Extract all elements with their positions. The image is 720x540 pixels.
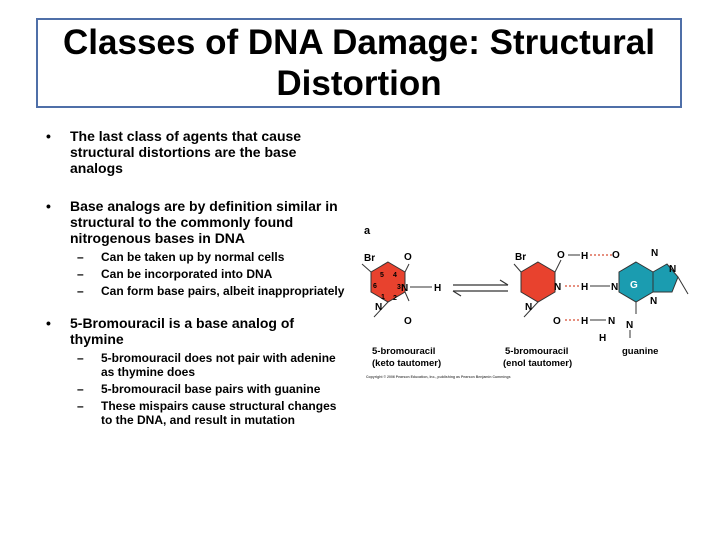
atom-n: N bbox=[525, 302, 532, 313]
arrow-head bbox=[499, 279, 509, 286]
sub-item: Can be taken up by normal cells bbox=[70, 250, 351, 264]
ring-number: 4 bbox=[393, 272, 397, 279]
copyright-note: Copyright © 2006 Pearson Education, Inc.… bbox=[366, 375, 511, 379]
atom-g: G bbox=[630, 280, 638, 291]
panel-label: a bbox=[364, 225, 371, 237]
atom-h: H bbox=[581, 251, 588, 262]
slide-title: Classes of DNA Damage: Structural Distor… bbox=[63, 23, 655, 103]
bullet-list: The last class of agents that cause stru… bbox=[46, 128, 351, 430]
atom-n: N bbox=[375, 302, 382, 313]
atom-o: O bbox=[557, 250, 565, 261]
bond bbox=[513, 263, 522, 273]
atom-h: H bbox=[434, 283, 441, 294]
atom-n: N bbox=[611, 282, 618, 293]
sub-list: Can be taken up by normal cells Can be i… bbox=[70, 250, 351, 298]
bond bbox=[404, 263, 410, 273]
atom-h: H bbox=[581, 316, 588, 327]
bond bbox=[404, 291, 410, 302]
atom-h: H bbox=[581, 282, 588, 293]
atom-o: O bbox=[553, 316, 561, 327]
arrow-head bbox=[452, 290, 462, 297]
caption-enol-form: (enol tautomer) bbox=[503, 358, 572, 369]
bullet-item: Base analogs are by definition similar i… bbox=[46, 198, 351, 298]
atom-n: N bbox=[651, 248, 658, 259]
atom-n: N bbox=[608, 316, 615, 327]
sub-item: These mispairs cause structural changes … bbox=[70, 399, 351, 427]
title-box: Classes of DNA Damage: Structural Distor… bbox=[36, 18, 682, 108]
atom-o: O bbox=[404, 316, 412, 327]
caption-enol-name: 5-bromouracil bbox=[505, 346, 568, 357]
enol-ring bbox=[520, 261, 556, 303]
bond bbox=[361, 263, 372, 273]
caption-keto-name: 5-bromouracil bbox=[372, 346, 435, 357]
bromouracil-figure: a Br O N H N O 5 4 6 3 1 2 bbox=[360, 222, 700, 387]
atom-n: N bbox=[650, 296, 657, 307]
bullet-item: 5-Bromouracil is a base analog of thymin… bbox=[46, 315, 351, 427]
ring-number: 2 bbox=[393, 295, 397, 302]
bullet-text: The last class of agents that cause stru… bbox=[70, 128, 302, 176]
sub-item: Can be incorporated into DNA bbox=[70, 267, 351, 281]
sub-item: Can form base pairs, albeit inappropriat… bbox=[70, 284, 351, 298]
bond bbox=[677, 276, 689, 295]
atom-n: N bbox=[669, 264, 676, 275]
ring-number: 6 bbox=[373, 283, 377, 290]
ring-number: 5 bbox=[380, 272, 384, 279]
atom-n: N bbox=[554, 282, 561, 293]
atom-o: O bbox=[612, 250, 620, 261]
bond bbox=[373, 301, 389, 318]
guanine-five-ring bbox=[652, 263, 679, 293]
atom-br: Br bbox=[515, 252, 526, 263]
bond bbox=[523, 301, 539, 318]
bullet-text: 5-Bromouracil is a base analog of thymin… bbox=[70, 315, 295, 347]
sub-item: 5-bromouracil does not pair with adenine… bbox=[70, 351, 351, 379]
sub-item: 5-bromouracil base pairs with guanine bbox=[70, 382, 351, 396]
sub-list: 5-bromouracil does not pair with adenine… bbox=[70, 351, 351, 427]
tautomer-diagram: a Br O N H N O 5 4 6 3 1 2 bbox=[361, 225, 689, 379]
ring-number: 3 bbox=[397, 284, 401, 291]
atom-br: Br bbox=[364, 253, 375, 264]
ring-number: 1 bbox=[381, 294, 385, 301]
bond bbox=[554, 259, 562, 273]
bullet-text: Base analogs are by definition similar i… bbox=[70, 198, 338, 246]
caption-keto-form: (keto tautomer) bbox=[372, 358, 441, 369]
atom-o: O bbox=[404, 252, 412, 263]
bullet-item: The last class of agents that cause stru… bbox=[46, 128, 351, 176]
caption-guanine: guanine bbox=[622, 346, 658, 357]
atom-h: H bbox=[599, 333, 606, 344]
keto-ring bbox=[370, 261, 406, 303]
atom-n: N bbox=[626, 320, 633, 331]
atom-n: N bbox=[401, 283, 408, 294]
